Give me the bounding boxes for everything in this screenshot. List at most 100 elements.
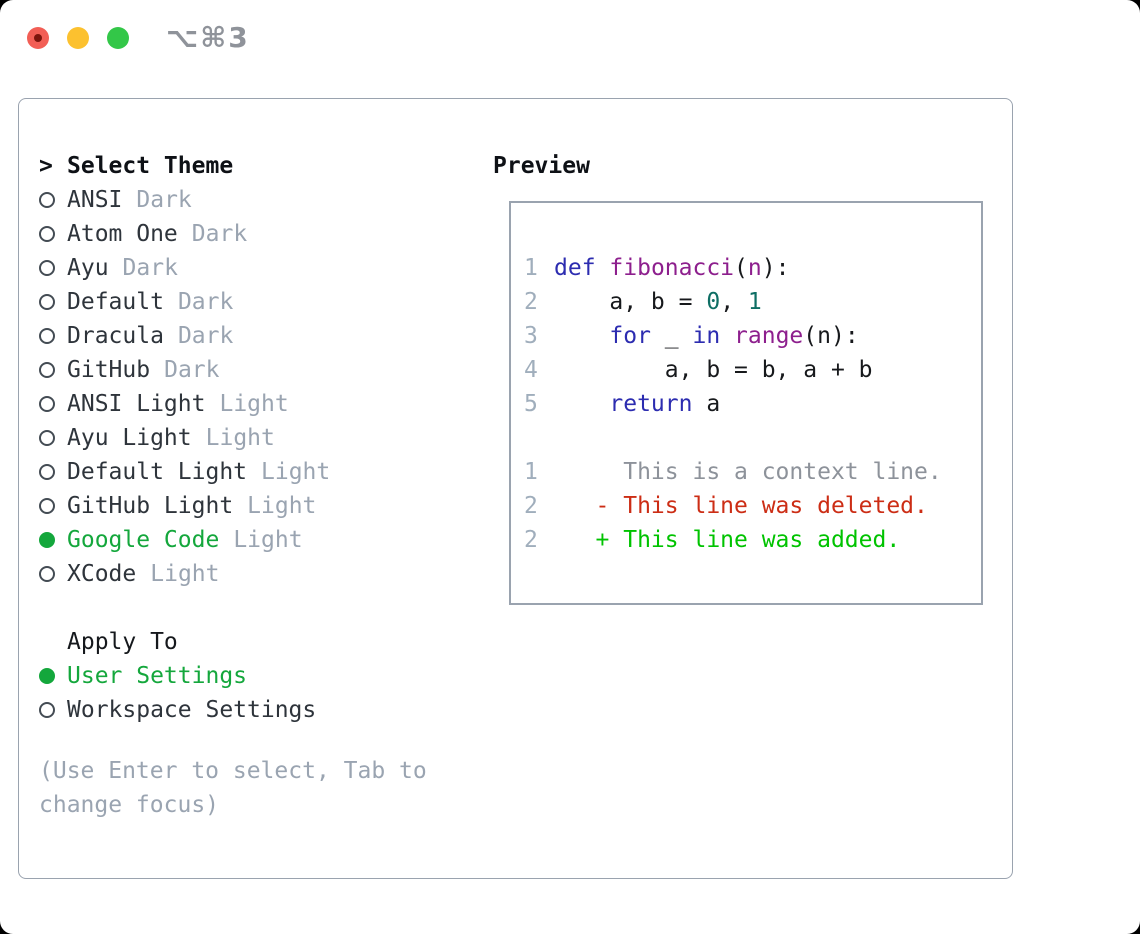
theme-name: ANSI — [67, 187, 123, 213]
radio-icon — [39, 498, 55, 514]
radio-icon — [39, 328, 55, 344]
keyboard-hint-text: (Use Enter to select, Tab to change focu… — [39, 758, 427, 818]
theme-name: ANSI Light — [67, 391, 206, 417]
diff-text: + This line was added. — [554, 527, 901, 553]
code-line: 5 return a — [524, 387, 981, 421]
theme-variant: Dark — [177, 289, 234, 315]
theme-variant: Light — [247, 493, 317, 519]
code-token: return — [609, 391, 693, 417]
apply-to-option[interactable]: Workspace Settings — [39, 693, 316, 727]
radio-icon — [39, 702, 55, 718]
radio-prefix — [39, 668, 67, 684]
radio-prefix — [39, 702, 67, 718]
line-number: 1 — [524, 459, 538, 485]
apply-to-label: Workspace Settings — [67, 697, 317, 723]
diff-line-del: 2 - This line was deleted. — [524, 489, 981, 523]
theme-name: Google Code — [67, 527, 220, 553]
code-token — [720, 323, 734, 349]
radio-icon — [39, 260, 55, 276]
theme-option[interactable]: Atom One Dark — [39, 217, 330, 251]
code-token: ): — [761, 255, 790, 281]
code-token: ( — [734, 255, 748, 281]
radio-prefix — [39, 192, 67, 208]
radio-prefix — [39, 260, 67, 276]
line-number: 5 — [524, 391, 538, 417]
code-token — [554, 391, 609, 417]
theme-name: Default — [67, 289, 164, 315]
theme-variant: Dark — [177, 323, 234, 349]
theme-option[interactable]: GitHub Dark — [39, 353, 330, 387]
close-button[interactable] — [27, 27, 49, 49]
radio-prefix — [39, 294, 67, 310]
code-token: , — [720, 289, 748, 315]
code-token: range — [734, 323, 804, 349]
theme-variant: Light — [150, 561, 220, 587]
code-token: fibonacci — [609, 255, 735, 281]
line-number: 4 — [524, 357, 538, 383]
titlebar: ⌥⌘3 — [0, 0, 1140, 98]
theme-option[interactable]: Ayu Dark — [39, 251, 330, 285]
theme-variant: Dark — [136, 187, 192, 213]
line-number: 2 — [524, 289, 538, 315]
theme-option[interactable]: Default Dark — [39, 285, 330, 319]
theme-name: GitHub Light — [67, 493, 234, 519]
radio-prefix — [39, 430, 67, 446]
theme-name: Atom One — [67, 221, 178, 247]
blank-line — [524, 421, 981, 455]
preview-title: Preview — [493, 153, 590, 179]
code-line: 4 a, b = b, a + b — [524, 353, 981, 387]
caret-icon: > — [39, 153, 53, 179]
apply-to-header: Apply To — [39, 625, 316, 659]
close-dot-icon — [34, 34, 42, 42]
code-token: _ — [650, 323, 693, 349]
radio-icon — [39, 396, 55, 412]
theme-name: GitHub — [67, 357, 151, 383]
code-token: n — [747, 255, 762, 281]
radio-selected-icon — [39, 532, 55, 548]
theme-name: Ayu Light — [67, 425, 192, 451]
theme-variant: Dark — [164, 357, 220, 383]
radio-icon — [39, 226, 55, 242]
line-number: 2 — [524, 493, 538, 519]
radio-icon — [39, 192, 55, 208]
radio-prefix — [39, 226, 67, 242]
theme-list-header: > Select Theme — [39, 149, 330, 183]
theme-name: Ayu — [67, 255, 109, 281]
radio-icon — [39, 362, 55, 378]
radio-icon — [39, 464, 55, 480]
diff-line-add: 2 + This line was added. — [524, 523, 981, 557]
code-token — [554, 323, 609, 349]
theme-variant: Light — [233, 527, 303, 553]
apply-to-label: User Settings — [67, 663, 248, 689]
radio-prefix — [39, 396, 67, 412]
zoom-button[interactable] — [107, 27, 129, 49]
code-token: 1 — [747, 289, 762, 315]
theme-option[interactable]: ANSI Dark — [39, 183, 330, 217]
code-token: 0 — [706, 289, 721, 315]
theme-option[interactable]: Google Code Light — [39, 523, 330, 557]
diff-line-ctx: 1 This is a context line. — [524, 455, 981, 489]
theme-variant: Light — [261, 459, 331, 485]
code-token: a, b = b, a + b — [554, 357, 873, 383]
radio-prefix — [39, 532, 67, 548]
theme-variant: Dark — [191, 221, 248, 247]
radio-prefix — [39, 464, 67, 480]
code-token: a — [692, 391, 721, 417]
apply-to-option[interactable]: User Settings — [39, 659, 316, 693]
preview-header: Preview — [493, 149, 590, 183]
line-number: 2 — [524, 527, 538, 553]
theme-option[interactable]: GitHub Light Light — [39, 489, 330, 523]
theme-list-title: Select Theme — [67, 153, 234, 179]
minimize-button[interactable] — [67, 27, 89, 49]
code-token — [596, 255, 610, 281]
theme-variant: Dark — [122, 255, 178, 281]
code-token: for — [609, 323, 651, 349]
code-token: a, b = — [554, 289, 707, 315]
